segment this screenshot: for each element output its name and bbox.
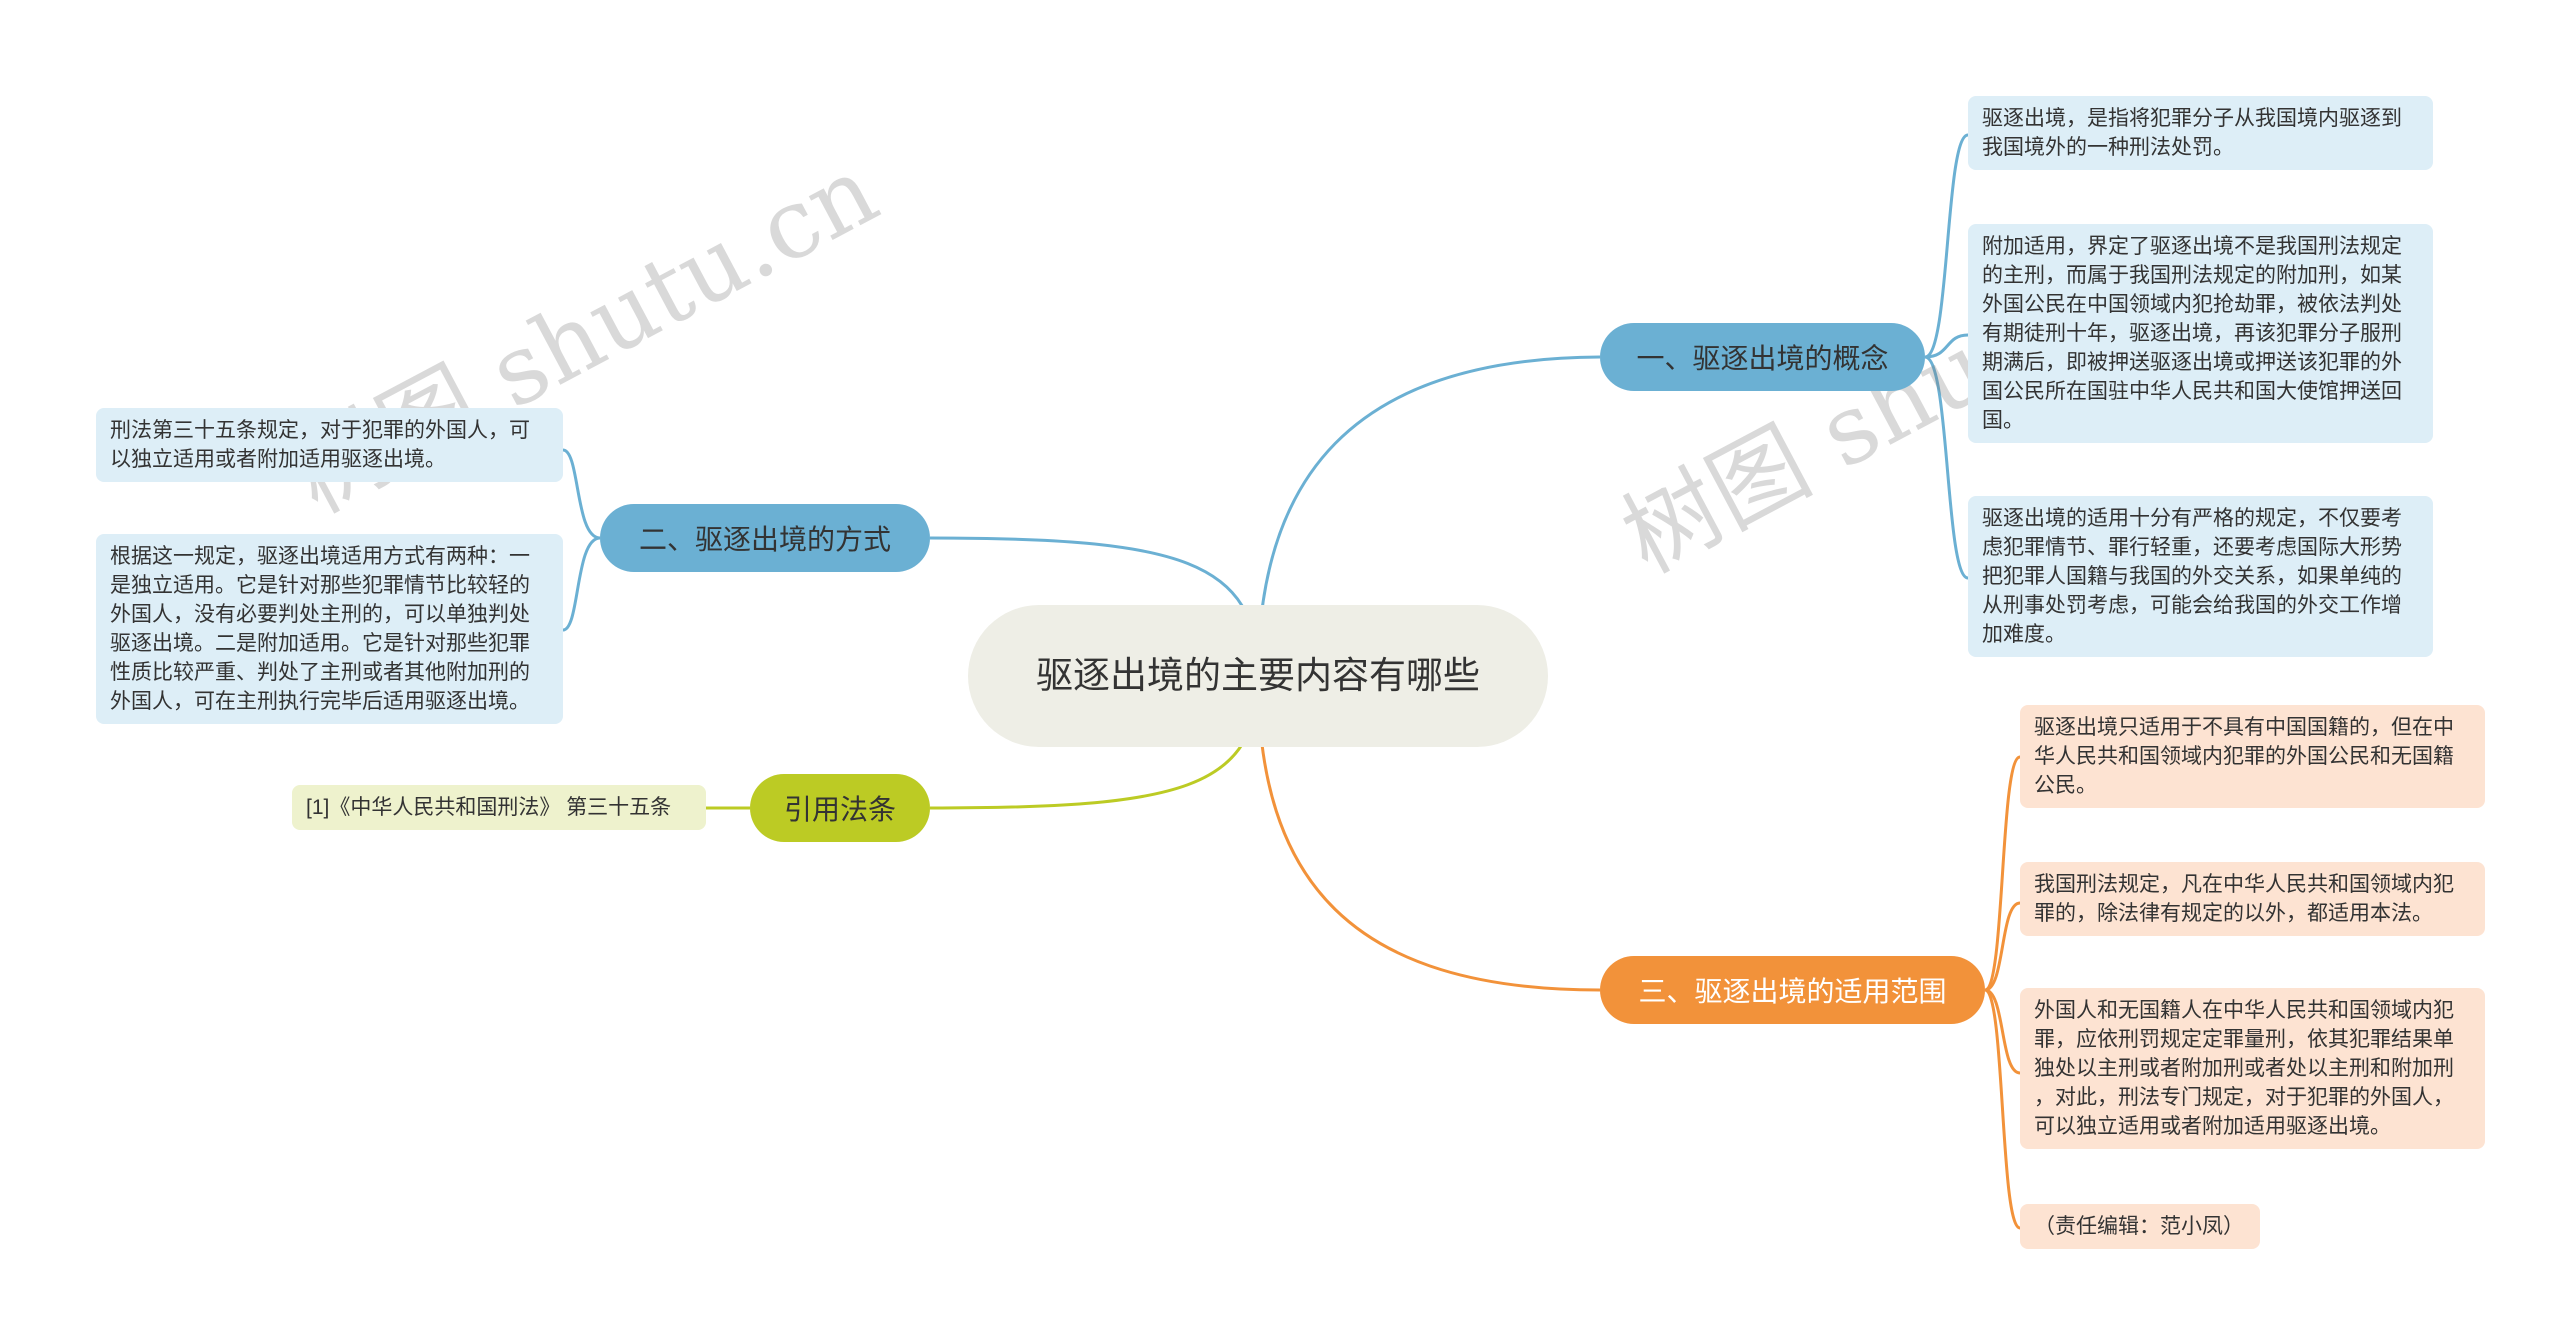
central-topic[interactable]: 驱逐出境的主要内容有哪些 [968, 605, 1548, 747]
branch-citation-label: 引用法条 [783, 794, 896, 825]
branch-methods-label: 二、驱逐出境的方式 [638, 524, 891, 555]
concept-item-1[interactable]: 驱逐出境，是指将犯罪分子从我国境内驱逐到 我国境外的一种刑法处罚。 [1968, 96, 2433, 170]
link-scope-4 [1984, 988, 2021, 1230]
link-methods-1 [562, 448, 601, 540]
methods-item-2[interactable]: 根据这一规定，驱逐出境适用方式有两种：一 是独立适用。它是针对那些犯罪情节比较轻… [96, 534, 563, 724]
branch-concept[interactable]: 一、驱逐出境的概念 [1600, 323, 1925, 391]
scope-item-4[interactable]: （责任编辑：范小凤） [2020, 1204, 2260, 1249]
citation-item-1[interactable]: [1]《中华人民共和国刑法》 第三十五条 [292, 785, 706, 830]
concept-item-3[interactable]: 驱逐出境的适用十分有严格的规定，不仅要考 虑犯罪情节、罪行轻重，还要考虑国际大形… [1968, 496, 2433, 657]
central-topic-label: 驱逐出境的主要内容有哪些 [1036, 655, 1480, 696]
concept-item-2[interactable]: 附加适用，界定了驱逐出境不是我国刑法规定 的主刑，而属于我国刑法规定的附加刑，如… [1968, 224, 2433, 443]
link-center-scope [1256, 675, 1601, 992]
scope-item-3[interactable]: 外国人和无国籍人在中华人民共和国领域内犯 罪，应依刑罚规定定罪量刑，依其犯罪结果… [2020, 988, 2485, 1149]
link-concept-3 [1924, 355, 1969, 580]
scope-item-2[interactable]: 我国刑法规定，凡在中华人民共和国领域内犯 罪的，除法律有规定的以外，都适用本法。 [2020, 862, 2485, 936]
link-scope-1 [1984, 755, 2021, 992]
link-concept-2 [1924, 333, 1969, 359]
link-methods-2 [562, 536, 601, 632]
branch-methods[interactable]: 二、驱逐出境的方式 [600, 504, 930, 572]
branch-scope-label: 三、驱逐出境的适用范围 [1638, 976, 1947, 1007]
link-center-concept [1256, 355, 1601, 677]
link-scope-3 [1984, 988, 2021, 1075]
link-concept-1 [1924, 133, 1969, 359]
link-scope-2 [1984, 901, 2021, 992]
branch-concept-label: 一、驱逐出境的概念 [1636, 343, 1889, 374]
methods-item-1[interactable]: 刑法第三十五条规定，对于犯罪的外国人，可 以独立适用或者附加适用驱逐出境。 [96, 408, 563, 482]
branch-citation[interactable]: 引用法条 [750, 774, 930, 842]
branch-scope[interactable]: 三、驱逐出境的适用范围 [1600, 956, 1985, 1024]
scope-item-1[interactable]: 驱逐出境只适用于不具有中国国籍的，但在中 华人民共和国领域内犯罪的外国公民和无国… [2020, 705, 2485, 808]
